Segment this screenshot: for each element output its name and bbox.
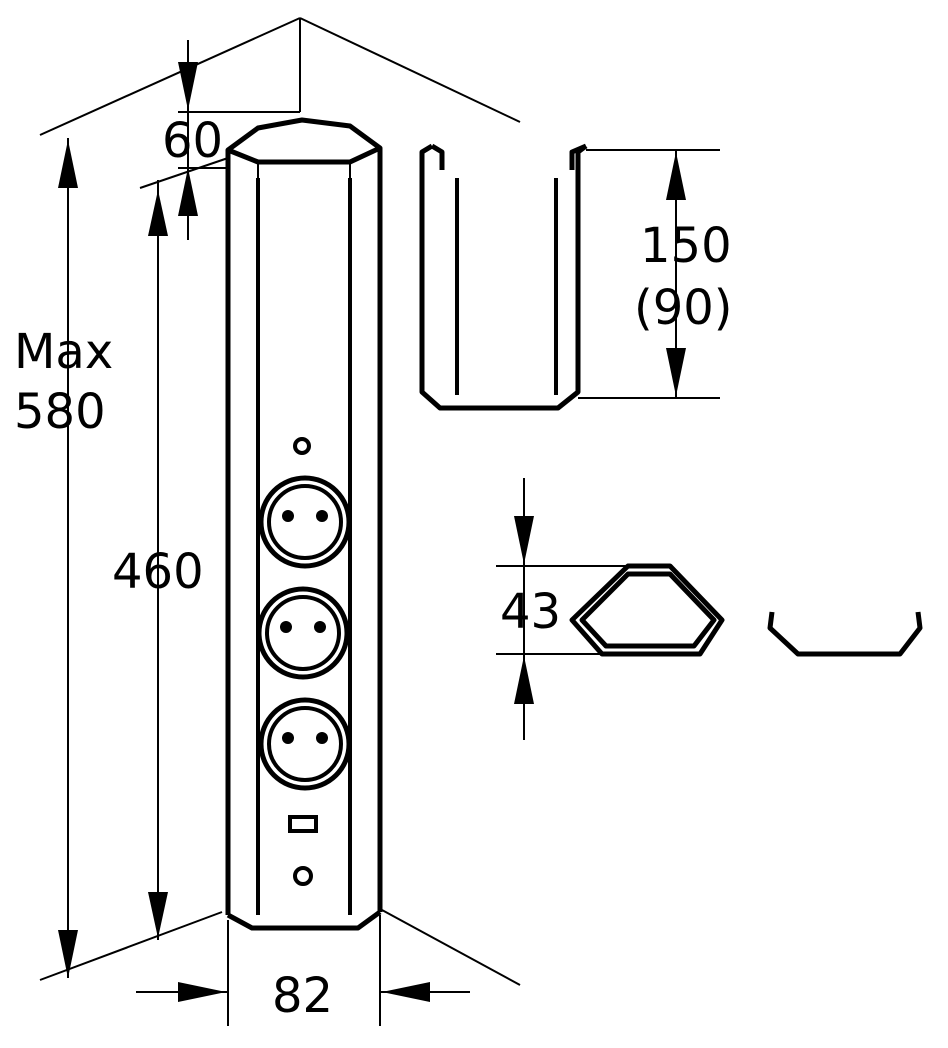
usb-port-icon	[288, 815, 318, 833]
indicator-light-icon	[293, 866, 313, 886]
dimension-profile-height: 43	[496, 478, 628, 740]
dimension-body-height: 460	[112, 157, 229, 940]
max-label: Max	[14, 324, 113, 380]
dimension-max-height: Max 580	[14, 138, 113, 978]
socket-tower	[225, 117, 383, 931]
tower-top-cap	[225, 117, 383, 165]
dimension-top-depth: 60	[162, 40, 300, 240]
cover-profile-section	[767, 611, 923, 657]
top-depth-value: 60	[162, 113, 223, 169]
profile-section	[569, 563, 725, 657]
cover-height-alt-value: (90)	[634, 280, 733, 336]
cover-panel	[419, 143, 588, 411]
dimension-cover-height: 150 (90)	[578, 149, 733, 399]
indicator-light-icon	[293, 437, 311, 455]
power-socket-icon	[256, 586, 350, 680]
cover-height-value: 150	[640, 218, 732, 274]
dimension-width: 82	[136, 915, 470, 1026]
width-value: 82	[272, 968, 333, 1024]
max-height-value: 580	[14, 384, 106, 440]
body-height-value: 460	[112, 544, 204, 600]
profile-height-value: 43	[500, 584, 561, 640]
power-socket-icon	[258, 697, 352, 791]
wall-corner-lines	[39, 17, 521, 986]
power-socket-icon	[258, 475, 352, 569]
